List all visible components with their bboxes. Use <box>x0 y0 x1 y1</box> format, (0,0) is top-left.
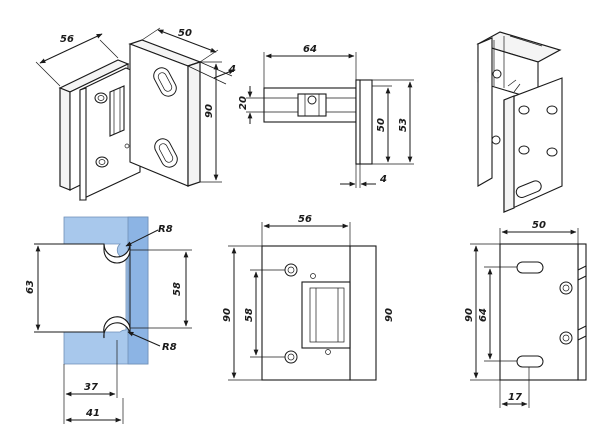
back-hole-bottom <box>559 331 573 345</box>
side-view: 64 20 50 53 4 <box>238 44 414 188</box>
iso-slot-bottom <box>154 138 178 168</box>
back-dim-spacing: 64 <box>478 308 489 322</box>
cut-radius-bottom: R8 <box>162 342 177 353</box>
glass-cutout-view: R8 R8 63 58 37 41 <box>25 216 192 424</box>
iso-barrel <box>109 85 125 137</box>
side-dim-plate: 4 <box>379 174 387 185</box>
front-dim-height: 90 <box>222 308 233 322</box>
cut-radius-top: R8 <box>158 224 173 235</box>
side-dim-width: 64 <box>303 44 317 55</box>
front-dim-right: 90 <box>384 308 395 322</box>
iso-back-hole-3 <box>518 145 530 155</box>
back-hole-top <box>559 281 573 295</box>
front-barrel <box>301 281 351 349</box>
front-dim-spacing: 58 <box>244 308 255 322</box>
iso-screw-bottom <box>95 156 109 168</box>
isometric-back-view <box>476 31 563 213</box>
isometric-front-view: 56 50 4 90 <box>35 27 236 201</box>
back-slot-bottom <box>516 355 544 368</box>
iso-back-hole-1 <box>518 105 530 115</box>
iso-dim-height: 90 <box>204 104 215 118</box>
side-dim-gap: 20 <box>238 96 249 110</box>
iso-wall-side <box>187 61 201 187</box>
cut-dim-spacing: 58 <box>172 282 183 296</box>
front-screw-bottom <box>284 350 298 364</box>
back-dim-height: 90 <box>464 308 475 322</box>
iso-back-slot <box>515 180 542 198</box>
iso-back-hole-4 <box>546 147 558 157</box>
back-dim-width: 50 <box>532 220 546 231</box>
iso-dim-width: 56 <box>60 34 74 45</box>
front-dim-width: 56 <box>298 214 312 225</box>
cut-dim-offset-37: 37 <box>84 382 98 393</box>
iso-dim-thickness: 4 <box>228 64 236 75</box>
side-dim-inner: 50 <box>376 118 387 132</box>
iso-front-edge <box>79 87 87 201</box>
iso-back-hole-2 <box>546 105 558 115</box>
glass-edge <box>127 216 149 365</box>
iso-back-left <box>477 37 493 187</box>
cut-dim-height: 63 <box>25 280 36 294</box>
cut-dim-offset-41: 41 <box>85 408 100 419</box>
back-slot-top <box>516 261 544 274</box>
back-dim-slot: 17 <box>508 392 522 403</box>
front-wall-plate <box>349 245 377 381</box>
iso-slot-top <box>153 67 177 97</box>
iso-screw-top <box>94 92 108 104</box>
iso-wall-plate <box>129 43 189 187</box>
back-view: 50 90 64 17 <box>464 220 587 408</box>
side-dim-outer: 53 <box>398 118 409 132</box>
iso-back-wall-edge <box>503 95 515 213</box>
front-view: 56 90 58 90 <box>222 214 395 381</box>
iso-clamp-side <box>59 87 71 191</box>
front-screw-top <box>284 263 298 277</box>
back-side-clamp <box>577 243 587 381</box>
iso-dim-depth: 50 <box>178 28 192 39</box>
